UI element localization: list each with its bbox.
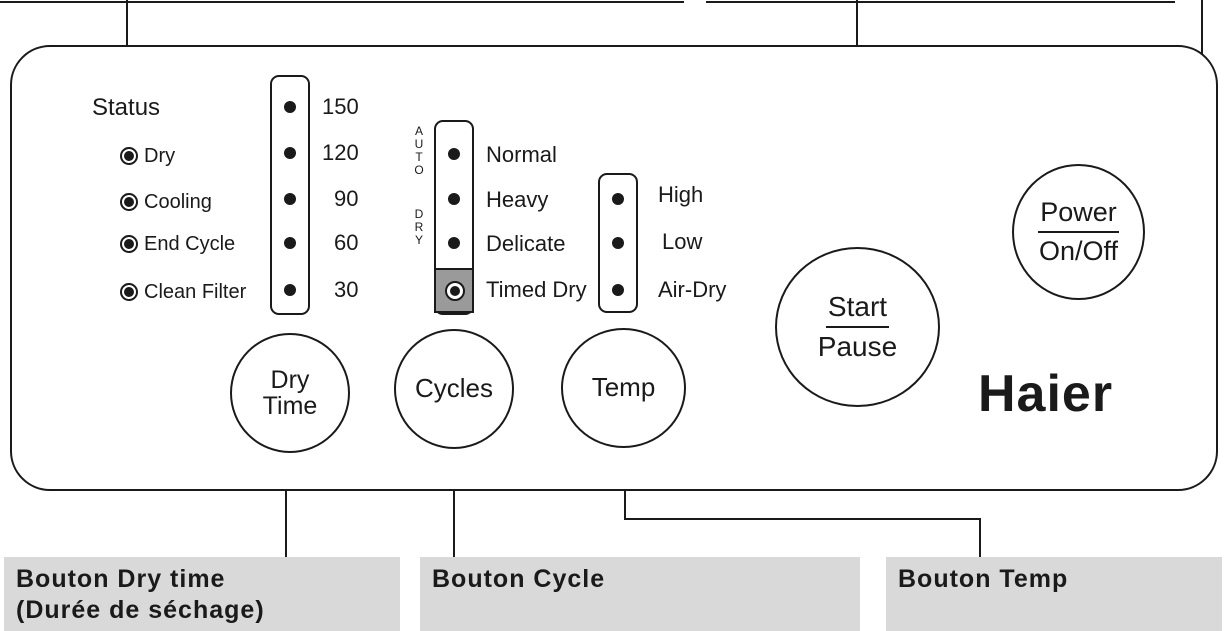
temp-option-label: High xyxy=(658,182,704,207)
on-off-label: On/Off xyxy=(1038,235,1119,266)
cycle-heavy-dot-icon xyxy=(448,193,460,205)
pause-label: Pause xyxy=(817,330,898,362)
dry-time-120-dot-icon xyxy=(284,147,296,159)
temp-option-label: Air-Dry xyxy=(658,277,727,302)
cycles-indicator-column xyxy=(434,120,474,315)
status-title: Status xyxy=(92,94,161,121)
cycles-button-label: Cycles xyxy=(414,373,493,404)
auto-vertical-label: A U T O xyxy=(414,124,424,177)
dry-vertical-label: D R Y xyxy=(414,207,424,247)
dry-time-value: 120 xyxy=(322,140,359,165)
status-clean-filter-label: Clean Filter xyxy=(144,281,247,303)
haier-logo: Haier xyxy=(978,365,1114,423)
dry-indicator-icon xyxy=(120,147,138,165)
dry-time-value: 150 xyxy=(322,94,359,119)
dry-time-callout-line1: Bouton Dry time xyxy=(16,565,226,593)
cooling-indicator-icon xyxy=(120,193,138,211)
dry-time-value: 30 xyxy=(334,277,359,302)
dry-time-60-dot-icon xyxy=(284,237,296,249)
temp-option-label: Low xyxy=(662,229,703,254)
dry-time-30-dot-icon xyxy=(284,284,296,296)
temp-air-dry-dot-icon xyxy=(612,284,624,296)
power-label: Power xyxy=(1038,197,1119,233)
dry-time-callout: Bouton Dry time (Durée de séchage) xyxy=(4,557,400,631)
temp-low-dot-icon xyxy=(612,237,624,249)
temp-callout: Bouton Temp xyxy=(886,557,1222,631)
cycles-button[interactable]: Cycles xyxy=(394,329,514,449)
cycle-option-label: Delicate xyxy=(486,231,566,256)
dry-time-value: 60 xyxy=(334,230,359,255)
cycle-option-label: Normal xyxy=(486,142,557,167)
status-cooling-label: Cooling xyxy=(144,191,212,213)
status-dry-label: Dry xyxy=(144,145,176,167)
temp-button-label: Temp xyxy=(591,372,656,403)
temp-high-dot-icon xyxy=(612,193,624,205)
power-button[interactable]: Power On/Off xyxy=(1012,164,1145,300)
cycle-normal-dot-icon xyxy=(448,148,460,160)
cycle-callout: Bouton Cycle xyxy=(420,557,860,631)
dry-time-button-line1: Dry xyxy=(270,365,310,394)
clean-filter-indicator-icon xyxy=(120,283,138,301)
start-pause-button[interactable]: Start Pause xyxy=(775,247,940,407)
cycle-option-label: Heavy xyxy=(486,187,549,212)
cycle-option-label: Timed Dry xyxy=(486,277,587,302)
temp-button[interactable]: Temp xyxy=(561,328,686,448)
temp-indicator-column xyxy=(598,173,638,313)
dry-time-callout-line2: (Durée de séchage) xyxy=(16,596,265,625)
dry-time-90-dot-icon xyxy=(284,193,296,205)
dry-time-button[interactable]: Dry Time xyxy=(230,333,350,453)
status-end-cycle-label: End Cycle xyxy=(144,233,236,255)
end-cycle-indicator-icon xyxy=(120,235,138,253)
dry-time-150-dot-icon xyxy=(284,101,296,113)
dry-time-button-line2: Time xyxy=(262,392,318,420)
cycle-delicate-dot-icon xyxy=(448,237,460,249)
dry-time-indicator-column xyxy=(270,75,310,315)
dry-time-value: 90 xyxy=(334,186,359,211)
timed-dry-selected-icon xyxy=(445,281,465,301)
start-label: Start xyxy=(825,291,890,328)
